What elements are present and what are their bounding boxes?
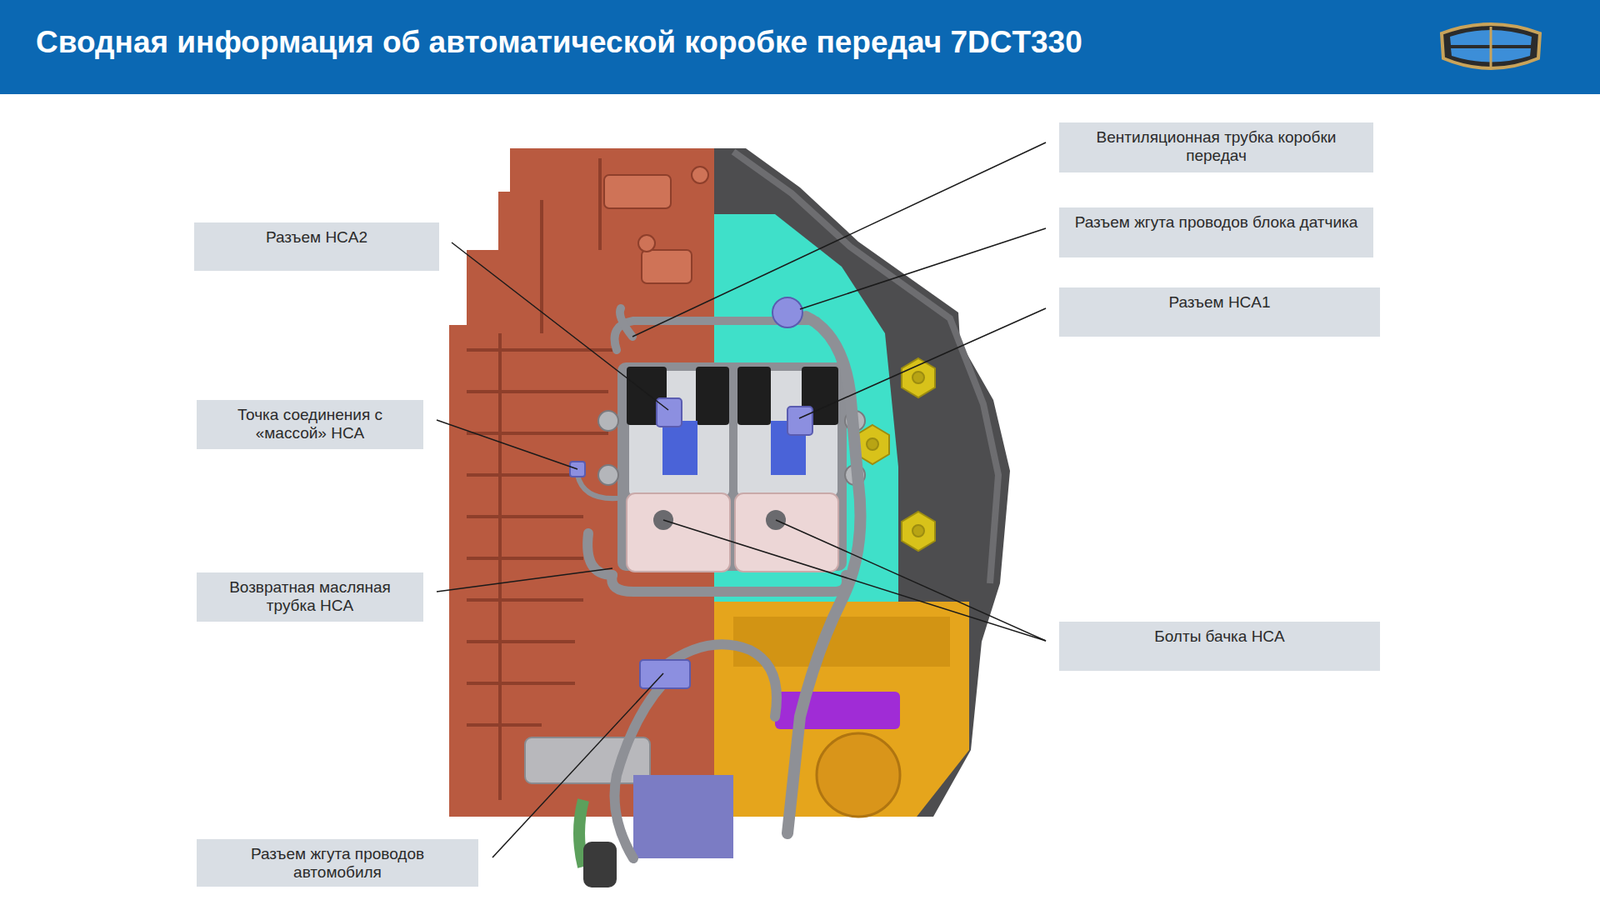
callout-box: Разъем HCA1: [1059, 287, 1380, 337]
callout-label: Разъем жгута проводов блока датчика: [1067, 213, 1365, 232]
page-title: Сводная информация об автоматической кор…: [35, 23, 1083, 62]
callout-box: Разъем HCA2: [194, 222, 440, 271]
callout-box: Разъем жгута проводов блока датчика: [1059, 207, 1374, 258]
callout-label: Вентиляционная трубка коробки передач: [1067, 128, 1365, 165]
callout-label: Разъем жгута проводов автомобиля: [205, 845, 470, 882]
callout-label: Разъем HCA2: [202, 228, 431, 247]
callout-label: Болты бачка HCA: [1067, 627, 1372, 646]
callout-box: Болты бачка HCA: [1059, 621, 1380, 671]
brand-logo: [1441, 24, 1540, 69]
callout-label: Возвратная масляная трубка HCA: [205, 578, 415, 615]
callout-box: Вентиляционная трубка коробки передач: [1059, 122, 1374, 173]
callout-label: Разъем HCA1: [1067, 293, 1372, 312]
callout-box: Разъем жгута проводов автомобиля: [196, 839, 479, 887]
callout-box: Возвратная масляная трубка HCA: [196, 572, 424, 622]
callout-label: Точка соединения с «массой» HCA: [205, 405, 415, 443]
callout-box: Точка соединения с «массой» HCA: [196, 400, 424, 450]
leader-lines: [436, 142, 1046, 858]
